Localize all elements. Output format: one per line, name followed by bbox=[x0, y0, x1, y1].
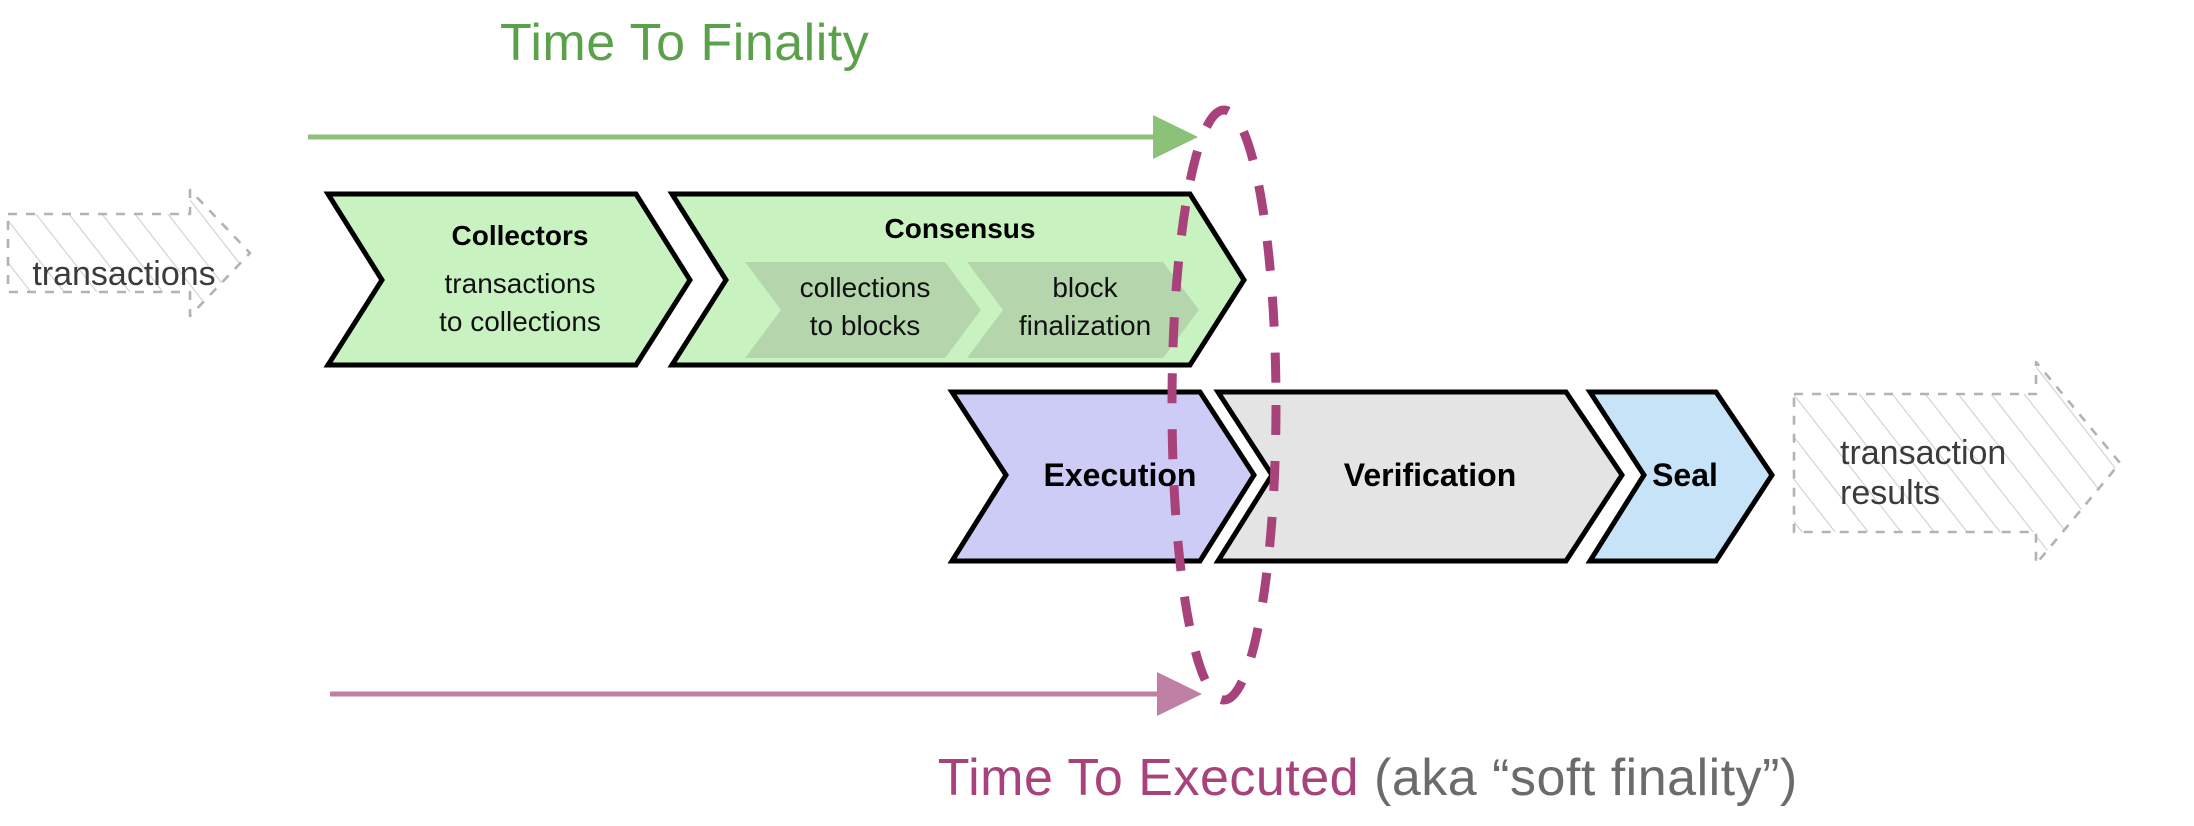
consensus-heading: Consensus bbox=[884, 213, 1036, 244]
transactions-ghost-arrow bbox=[6, 188, 252, 318]
time-to-executed-caption: Time To Executed (aka “soft finality”) bbox=[920, 730, 1798, 826]
diagram-shapes bbox=[6, 105, 2122, 716]
transaction-results-label-line2: results bbox=[1840, 474, 1941, 512]
time-to-finality-title: Time To Finality bbox=[500, 14, 870, 72]
diagram-canvas: Time To Finality transactions Collectors… bbox=[6, 14, 2122, 807]
collections-to-blocks-line2: to blocks bbox=[809, 310, 921, 341]
transaction-results-ghost-arrow bbox=[1792, 360, 2122, 566]
collectors-heading: Collectors bbox=[451, 220, 589, 251]
chevron-collectors[interactable] bbox=[323, 191, 693, 368]
seal-label: Seal bbox=[1652, 457, 1718, 493]
block-finalization-line1: block bbox=[1052, 272, 1118, 303]
time-to-executed-primary: Time To Executed bbox=[937, 749, 1360, 807]
finality-boundary-ellipse bbox=[1167, 105, 1281, 705]
chevron-execution[interactable] bbox=[947, 389, 1257, 564]
collections-to-blocks-line1: collections bbox=[799, 272, 931, 303]
time-to-executed-secondary: (aka “soft finality”) bbox=[1359, 749, 1798, 807]
collectors-subtext-line2: to collections bbox=[439, 306, 601, 337]
verification-label: Verification bbox=[1343, 457, 1517, 493]
chevron-collections-to-blocks[interactable] bbox=[745, 262, 981, 358]
transaction-results-label-line1: transaction bbox=[1840, 434, 2007, 472]
execution-label: Execution bbox=[1043, 457, 1197, 493]
collectors-subtext-line1: transactions bbox=[444, 268, 596, 299]
block-finalization-line2: finalization bbox=[1018, 310, 1152, 341]
chevron-seal[interactable] bbox=[1585, 389, 1775, 564]
chevron-block-finalization[interactable] bbox=[967, 262, 1199, 358]
transactions-input-label: transactions bbox=[32, 255, 216, 293]
